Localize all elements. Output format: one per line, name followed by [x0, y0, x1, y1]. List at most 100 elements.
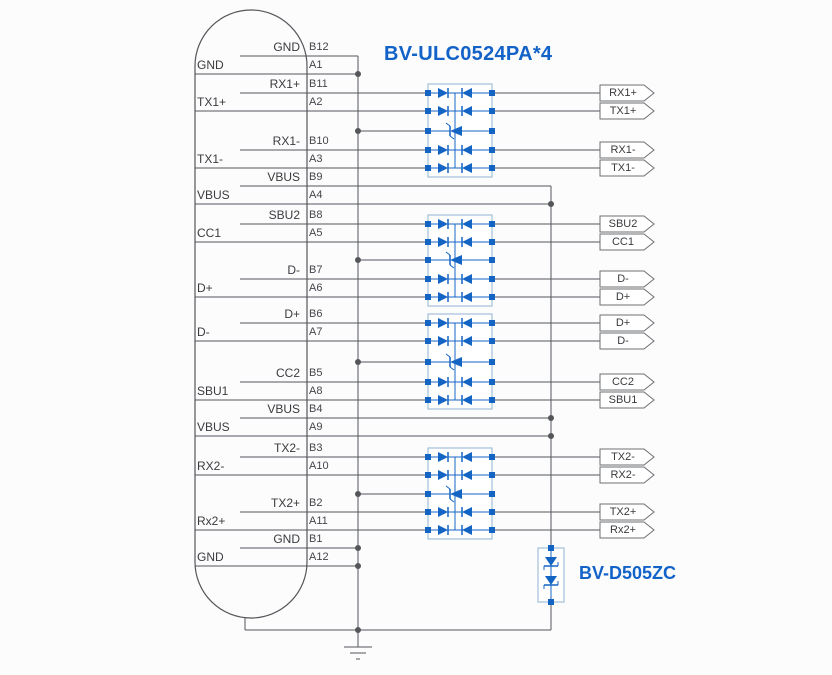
pin-signal-label-outer: TX1- [197, 152, 224, 166]
zener-hook [449, 498, 455, 503]
diode-symbol [438, 395, 448, 405]
chip-pin-pad [425, 276, 431, 282]
chip-pin-pad [425, 147, 431, 153]
chip-pin-pad [489, 128, 495, 134]
chip-pin-pad [489, 221, 495, 227]
zener-hook [445, 122, 451, 127]
tvs-diode-component [537, 545, 565, 605]
diode-symbol [462, 292, 472, 302]
diode-symbol [438, 163, 448, 173]
chip-pin-pad [489, 147, 495, 153]
pin-signal-label-inner: TX2+ [270, 496, 300, 510]
pin-signal-label-inner: SBU2 [268, 208, 300, 222]
pin-number-b: B10 [309, 135, 329, 147]
junction-dot [355, 128, 361, 134]
chip-pin-pad [425, 491, 431, 497]
chip-pin-pad [489, 397, 495, 403]
signal-flag [599, 159, 655, 177]
diode-symbol [438, 292, 448, 302]
diode-symbol [462, 106, 472, 116]
flag-label: D+ [615, 291, 631, 303]
chip-pin-pad [489, 491, 495, 497]
signal-flag [599, 391, 655, 409]
diode-symbol [462, 507, 472, 517]
diode-symbol [462, 274, 472, 284]
chip-pin-pad [425, 320, 431, 326]
diode-symbol [462, 219, 472, 229]
flag-label: D- [617, 335, 629, 347]
diode-symbol [450, 489, 462, 499]
chip-pin-pad [489, 338, 495, 344]
diode-symbol [450, 255, 462, 265]
zener-hook [445, 353, 451, 358]
pin-number-a: A12 [309, 551, 329, 563]
tvs-internal-diodes [543, 548, 559, 602]
diode-symbol [438, 106, 448, 116]
diode-symbol [438, 219, 448, 229]
diode-symbol [462, 163, 472, 173]
pin-number-a: A1 [309, 59, 323, 71]
pin-number-b: B3 [309, 442, 323, 454]
pin-number-b: B4 [309, 403, 323, 415]
tvs-pin-pad [548, 545, 554, 551]
zener-hook [445, 251, 451, 256]
pin-signal-label-inner: D- [287, 263, 300, 277]
diode-symbol [438, 336, 448, 346]
pin-signal-label-outer: TX1+ [197, 95, 227, 109]
pin-signal-label-outer: GND [197, 58, 224, 72]
flag-label: TX1+ [609, 105, 637, 117]
flag-label: RX1+ [609, 87, 637, 99]
diode-symbol [438, 470, 448, 480]
pin-signal-label-outer: GND [197, 550, 224, 564]
diode-symbol [462, 336, 472, 346]
chip-pin-pad [489, 454, 495, 460]
chip-pin-pad [489, 359, 495, 365]
chip-pin-pad [425, 397, 431, 403]
tvs-part-label: BV-D505ZC [579, 563, 677, 583]
pin-number-b: B6 [309, 308, 323, 320]
signal-flag [599, 466, 655, 484]
pin-number-a: A11 [309, 515, 328, 527]
pin-number-a: A6 [309, 282, 323, 294]
diode-symbol [462, 395, 472, 405]
pin-number-a: A10 [309, 460, 329, 472]
diode-symbol [462, 145, 472, 155]
junction-dot [548, 433, 554, 439]
ground-symbol [344, 630, 372, 660]
flag-label: D- [617, 273, 629, 285]
pin-signal-label-outer: SBU1 [197, 384, 229, 398]
zener-hook [449, 366, 455, 371]
diode-symbol [438, 88, 448, 98]
chip-pin-pad [489, 108, 495, 114]
flag-label: TX2+ [609, 506, 637, 518]
chip-pin-pad [489, 509, 495, 515]
diode-symbol [462, 237, 472, 247]
diode-symbol [438, 318, 448, 328]
pin-signal-label-outer: RX2- [197, 459, 225, 473]
chip-pin-pad [425, 509, 431, 515]
chip-pin-pad [489, 320, 495, 326]
diode-symbol [438, 274, 448, 284]
pin-number-a: A2 [309, 96, 323, 108]
chip-pin-pad [425, 379, 431, 385]
signal-flag [599, 270, 655, 288]
pin-number-a: A4 [309, 189, 323, 201]
diode-symbol [462, 525, 472, 535]
signal-flag [599, 233, 655, 251]
usb-connector-outline [194, 9, 308, 619]
diode-symbol [438, 452, 448, 462]
pin-number-b: B1 [309, 533, 323, 545]
signal-flag [599, 288, 655, 306]
diode-symbol [450, 126, 462, 136]
chip-pin-pad [489, 239, 495, 245]
diode-symbol [438, 525, 448, 535]
diode-symbol [462, 377, 472, 387]
signal-flag [599, 521, 655, 539]
chip-pin-pad [425, 257, 431, 263]
chip-pin-pad [425, 90, 431, 96]
pin-signal-label-inner: D+ [284, 307, 300, 321]
signal-flag [599, 373, 655, 391]
pin-signal-label-inner: GND [273, 40, 300, 54]
diode-symbol [462, 452, 472, 462]
